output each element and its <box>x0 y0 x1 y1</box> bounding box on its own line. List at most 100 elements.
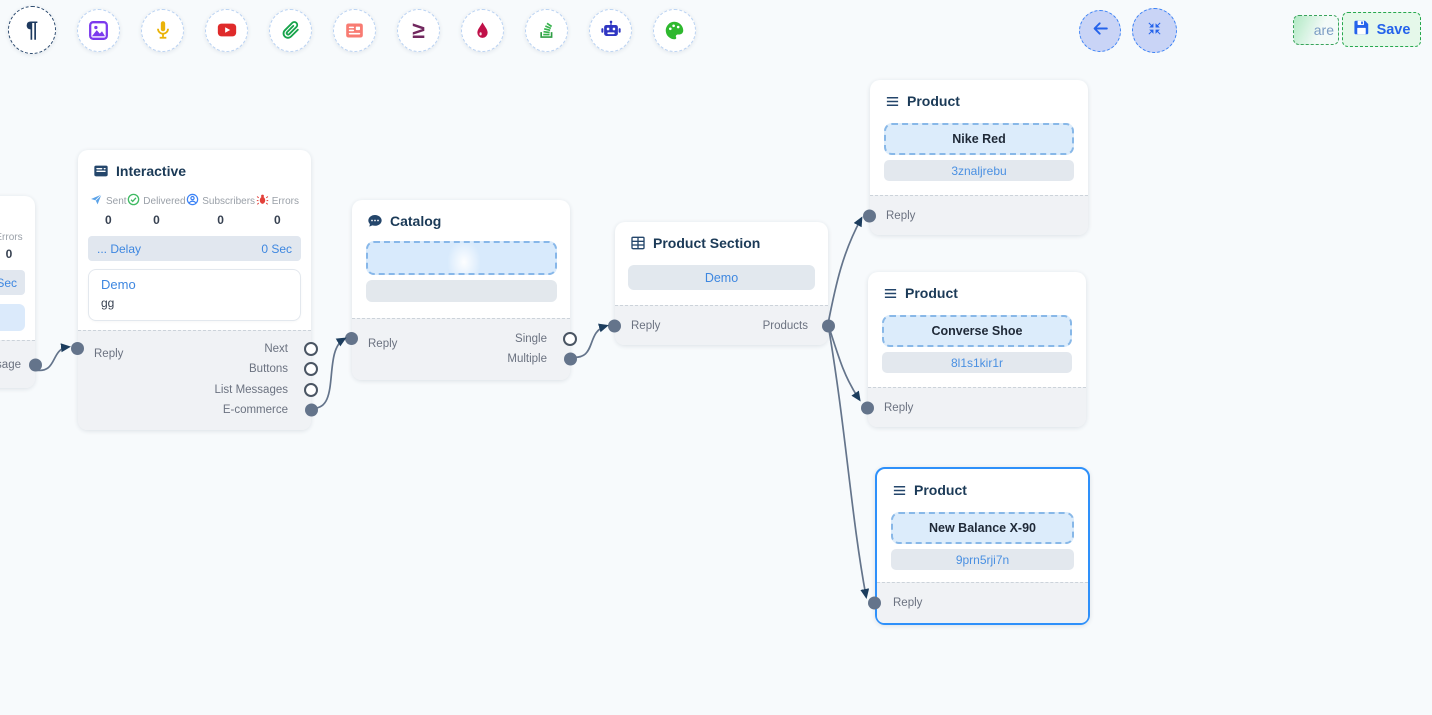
palette-theme-icon <box>664 20 685 41</box>
output-row-next: Next <box>78 341 318 356</box>
message-preview[interactable]: Demo gg <box>88 269 301 321</box>
reply-input-label: Reply <box>631 319 661 332</box>
comment-dots-icon <box>367 213 383 229</box>
edge-products-to-product1 <box>827 216 863 325</box>
interactive-icon <box>93 163 109 179</box>
node-footer: Reply Next Buttons List Messages E-comme… <box>71 330 318 430</box>
products-output-label: Products <box>762 319 808 332</box>
reply-input-label: Reply <box>886 209 916 222</box>
audio-button[interactable] <box>141 8 184 52</box>
catalog-empty-box[interactable] <box>366 280 557 302</box>
product-retailer-id: 9prn5rji7n <box>891 549 1074 570</box>
product-name-button[interactable]: Converse Shoe <box>882 315 1072 347</box>
products-output-handle[interactable] <box>822 319 835 332</box>
reply-input-handle[interactable] <box>345 332 358 345</box>
save-area: are Save <box>1293 12 1421 47</box>
stat-subscribers: Subscribers 0 <box>186 193 255 227</box>
partial-hidden-button[interactable]: are <box>1293 15 1339 45</box>
text-pilcrow-icon: ¶ <box>25 17 39 42</box>
image-icon <box>88 20 109 41</box>
edge-products-to-product3 <box>827 323 870 599</box>
save-button[interactable]: Save <box>1342 12 1421 47</box>
node-title: Interactive <box>116 163 187 179</box>
microphone-icon <box>153 20 173 40</box>
droplet-drip-icon <box>473 21 492 40</box>
attachment-button[interactable] <box>269 8 312 52</box>
message-title: Demo <box>101 277 136 292</box>
node-footer: Reply Single Multiple <box>345 318 577 380</box>
newspaper-template-icon <box>344 20 365 41</box>
reply-input-label: Reply <box>884 401 914 414</box>
video-icon <box>216 19 238 41</box>
section-demo-button[interactable]: Demo <box>628 265 815 290</box>
fit-view-button[interactable] <box>1132 8 1177 53</box>
reply-input-handle[interactable] <box>608 319 621 332</box>
theme-button[interactable] <box>653 8 696 52</box>
output-label: Message <box>0 358 21 371</box>
highlighted-box[interactable] <box>0 304 25 331</box>
output-row-single: Single <box>352 331 577 346</box>
product-node-1[interactable]: Product Nike Red 3znaljrebu Reply <box>863 80 1088 235</box>
menu-bars-icon <box>885 94 900 109</box>
reply-input-handle[interactable] <box>71 342 84 355</box>
node-footer: Reply <box>868 582 1088 623</box>
reply-input-handle[interactable] <box>863 209 876 222</box>
floppy-disk-icon <box>1353 19 1370 40</box>
image-button[interactable] <box>77 8 120 52</box>
ecommerce-output-handle[interactable] <box>305 403 318 417</box>
partial-left-node[interactable]: Errors 0 0 Sec Message <box>0 196 42 388</box>
text-button[interactable]: ¶ <box>8 6 56 54</box>
node-footer: Reply Products <box>608 305 835 345</box>
robot-chatbot-icon <box>600 19 622 41</box>
canvas-actions <box>1079 8 1177 53</box>
output-row-list-messages: List Messages <box>78 382 318 397</box>
reply-input-handle[interactable] <box>861 401 874 414</box>
product-name-button[interactable]: New Balance X-90 <box>891 512 1074 544</box>
product-node-2[interactable]: Product Converse Shoe 8l1s1kir1r Reply <box>861 272 1086 427</box>
delay-row[interactable]: ... Delay 0 Sec <box>88 236 301 261</box>
product-retailer-id: 8l1s1kir1r <box>882 352 1072 373</box>
compress-icon <box>1146 20 1163 42</box>
node-footer: Reply <box>863 195 1088 235</box>
delay-value: 0 Sec <box>261 241 292 256</box>
catalog-selection-box[interactable] <box>366 241 557 275</box>
buttons-output-handle[interactable] <box>304 362 318 376</box>
output-row-buttons: Buttons <box>78 362 318 377</box>
back-arrow-icon <box>1091 19 1110 43</box>
drip-button[interactable] <box>461 8 504 52</box>
save-label: Save <box>1376 21 1411 38</box>
message-output-handle[interactable] <box>29 358 42 371</box>
sequence-button[interactable]: ≥ <box>397 8 440 52</box>
stack-list-icon <box>537 20 557 40</box>
reply-input-handle[interactable] <box>868 596 881 610</box>
output-row-ecommerce: E-commerce <box>78 403 318 418</box>
stat-value: 0 <box>5 247 13 261</box>
check-circle-icon <box>127 193 140 209</box>
product-name-button[interactable]: Nike Red <box>884 123 1074 155</box>
template-button[interactable] <box>333 8 376 52</box>
node-title: Product Section <box>653 235 761 251</box>
product-section-node[interactable]: Product Section Demo Reply Products <box>608 222 835 345</box>
greater-equal-sequence-icon: ≥ <box>412 16 425 43</box>
delay-row[interactable]: 0 Sec <box>0 270 25 295</box>
stats-row: Sent 0 Delivered 0 Subscribers 0 Errors … <box>78 187 311 227</box>
output-row-multiple: Multiple <box>352 351 577 366</box>
catalog-node[interactable]: Catalog Reply Single Multiple <box>345 200 577 380</box>
message-body: gg <box>101 296 115 310</box>
video-button[interactable] <box>205 8 248 52</box>
next-output-handle[interactable] <box>304 341 318 356</box>
back-button[interactable] <box>1079 9 1121 52</box>
menu-bars-icon <box>892 483 907 498</box>
interactive-node[interactable]: Interactive Sent 0 Delivered 0 Subscribe… <box>71 150 318 430</box>
node-title: Product <box>905 285 958 301</box>
chatbot-button[interactable] <box>589 8 632 52</box>
list-messages-output-handle[interactable] <box>304 382 318 397</box>
multiple-output-handle[interactable] <box>564 352 577 365</box>
single-output-handle[interactable] <box>563 331 577 346</box>
stack-button[interactable] <box>525 8 568 52</box>
table-icon <box>630 235 646 251</box>
stat-sent: Sent 0 <box>90 193 127 227</box>
product-node-3[interactable]: Product New Balance X-90 9prn5rji7n Repl… <box>868 467 1090 625</box>
reply-input-label: Reply <box>893 597 923 609</box>
